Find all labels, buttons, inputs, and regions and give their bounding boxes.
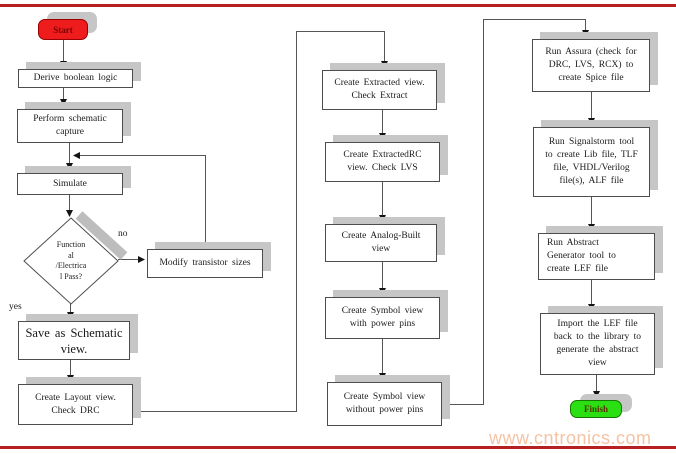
- start-label: Start: [53, 24, 73, 35]
- finish-label: Finish: [583, 404, 608, 414]
- arrowhead-right-icon: [138, 256, 145, 263]
- node-label: Save as Schematic view.: [25, 325, 123, 356]
- node-create-analog-built-view: Create Analog-Built view: [325, 224, 437, 262]
- arrowhead-down-icon: [588, 304, 595, 311]
- arrowhead-down-icon: [60, 99, 67, 106]
- node-create-layout-view: Create Layout view. Check DRC: [18, 384, 133, 425]
- yes-branch-label: yes: [9, 302, 22, 312]
- arrowhead-down-icon: [67, 312, 74, 319]
- arrowhead-left-icon: [73, 152, 80, 159]
- node-symbol-view-without-power-pins: Create Symbol view without power pins: [327, 382, 442, 426]
- decision-diamond: [23, 211, 128, 305]
- node-label: Simulate: [53, 178, 87, 189]
- node-label: Run Signalstorm tool to create Lib file,…: [545, 137, 638, 186]
- arrowhead-down-icon: [67, 375, 74, 382]
- node-label: Run Assura (check for DRC, LVS, RCX) to …: [545, 47, 637, 83]
- decision-label: Function al /Electrica l Pass?: [55, 240, 87, 281]
- node-label: Create Symbol view without power pins: [343, 392, 426, 415]
- arrowhead-down-icon: [66, 210, 73, 217]
- no-branch-label: no: [118, 229, 128, 239]
- node-label: Create Symbol view with power pins: [341, 306, 424, 329]
- node-label: Run Abstract Generator tool to create LE…: [547, 238, 616, 274]
- diamond-shadow: [75, 211, 128, 260]
- arrowhead-down-icon: [379, 215, 386, 222]
- node-label: Create Extracted view. Check Extract: [334, 78, 425, 101]
- arrowhead-down-icon: [588, 118, 595, 125]
- node-create-extracted-view: Create Extracted view. Check Extract: [322, 70, 437, 110]
- node-label: Import the LEF file back to the library …: [553, 319, 642, 368]
- arrowhead-down-icon: [60, 61, 67, 68]
- node-modify-transistor-sizes: Modify transistor sizes: [147, 249, 263, 278]
- arrowhead-down-icon: [588, 224, 595, 231]
- arrowhead-down-icon: [582, 30, 589, 37]
- node-derive-boolean-logic: Derive boolean logic: [18, 69, 133, 88]
- node-label: Derive boolean logic: [33, 73, 118, 83]
- node-perform-schematic-capture: Perform schematic capture: [17, 109, 123, 143]
- node-label: Perform schematic capture: [33, 114, 107, 137]
- connector-layout-to-extracted: [133, 31, 385, 412]
- node-simulate: Simulate: [17, 173, 123, 195]
- arrowhead-down-icon: [66, 163, 73, 170]
- arrowhead-down-icon: [593, 391, 600, 398]
- node-create-extractedrc-view: Create ExtractedRC view. Check LVS: [325, 142, 440, 182]
- node-symbol-view-with-power-pins: Create Symbol view with power pins: [325, 297, 440, 339]
- bottom-accent-line: [0, 446, 676, 449]
- node-label: Create ExtractedRC view. Check LVS: [343, 150, 422, 173]
- arrowheads: [60, 30, 600, 398]
- node-save-schematic-view: Save as Schematic view.: [18, 321, 130, 360]
- connector-feedback-modify: [77, 155, 206, 249]
- node-run-signalstorm: Run Signalstorm tool to create Lib file,…: [533, 127, 650, 197]
- node-label: Create Analog-Built view: [341, 231, 421, 254]
- finish-node: Finish: [570, 400, 622, 418]
- node-run-abstract-generator: Run Abstract Generator tool to create LE…: [538, 233, 655, 280]
- node-run-assura: Run Assura (check for DRC, LVS, RCX) to …: [532, 39, 650, 92]
- start-node: Start: [38, 19, 88, 40]
- arrowhead-down-icon: [379, 373, 386, 380]
- arrowhead-down-icon: [381, 61, 388, 68]
- node-label: Create Layout view. Check DRC: [35, 392, 116, 416]
- connector-lines: [63, 19, 597, 412]
- watermark-text: www.cntronics.com: [489, 428, 652, 448]
- connector-symbol-to-assura: [442, 19, 586, 405]
- top-accent-line: [0, 4, 676, 7]
- diamond-shape: [23, 217, 119, 305]
- node-import-lef-file: Import the LEF file back to the library …: [540, 313, 655, 375]
- node-label: Modify transistor sizes: [159, 258, 251, 268]
- arrowhead-down-icon: [379, 133, 386, 140]
- arrowhead-down-icon: [379, 288, 386, 295]
